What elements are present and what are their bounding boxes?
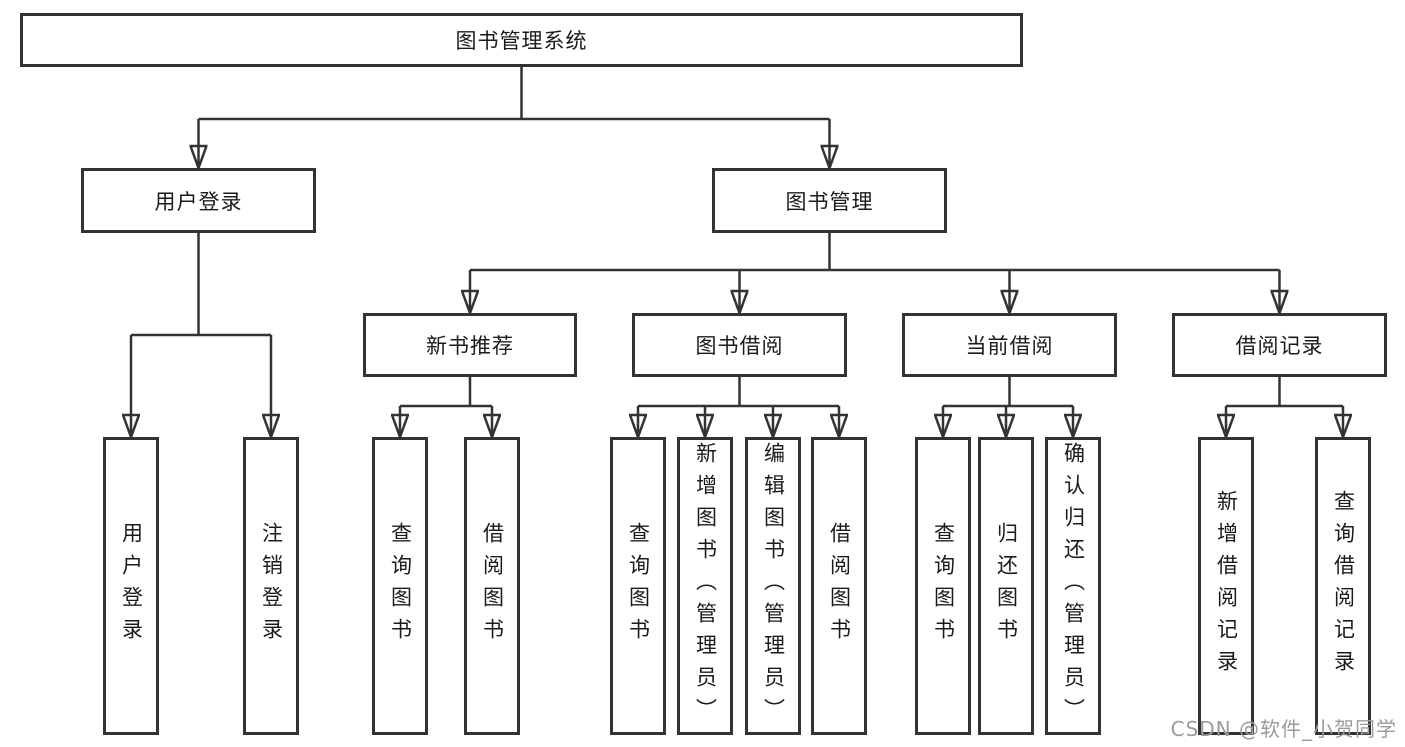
node-label: 图书借阅: [695, 334, 784, 358]
connector-book-management-children: [470, 233, 1280, 313]
node-label: 查询图书: [388, 522, 413, 650]
node-borrow-records: 借阅记录: [1172, 313, 1387, 377]
node-label: 借阅图书: [827, 522, 852, 650]
node-label: 查询图书: [931, 522, 956, 650]
node-label: 借阅图书: [480, 522, 505, 650]
node-label: 查询图书: [626, 522, 651, 650]
leaf-borrow-books-recommend: 借阅图书: [464, 437, 520, 735]
leaf-query-borrow-record: 查询借阅记录: [1315, 437, 1371, 735]
node-label: 图书管理系统: [455, 29, 588, 53]
leaf-edit-books-admin: 编辑图书（管理员）: [745, 437, 801, 735]
node-label: 用户登录: [154, 189, 243, 214]
node-label: 新书推荐: [426, 334, 514, 358]
leaf-borrow-books: 借阅图书: [811, 437, 867, 735]
node-book-management: 图书管理: [712, 168, 947, 233]
node-book-borrow: 图书借阅: [632, 313, 847, 377]
leaf-query-books-borrow: 查询图书: [610, 437, 666, 735]
node-new-book-recommend: 新书推荐: [363, 313, 577, 377]
csdn-watermark: CSDN @软件_小贺同学: [1170, 717, 1397, 741]
leaf-return-books: 归还图书: [978, 437, 1034, 735]
connector-user-login-children: [131, 233, 271, 437]
connector-borrow-records-children: [1226, 377, 1343, 437]
node-label: 注销登录: [259, 522, 284, 650]
node-label: 查询借阅记录: [1331, 490, 1356, 682]
leaf-user-login: 用户登录: [103, 437, 159, 735]
connector-book-borrow-children: [638, 377, 839, 437]
leaf-confirm-return-admin: 确认归还（管理员）: [1045, 437, 1101, 735]
leaf-query-books-recommend: 查询图书: [372, 437, 428, 735]
connector-current-borrow-children: [943, 377, 1073, 437]
node-label: 确认归还（管理员）: [1061, 442, 1086, 730]
node-library-management-system: 图书管理系统: [20, 13, 1023, 67]
node-label: 新增借阅记录: [1214, 490, 1239, 682]
node-current-borrow: 当前借阅: [902, 313, 1117, 377]
connector-root-to-level2: [199, 67, 830, 168]
node-label: 图书管理: [785, 189, 874, 214]
node-user-login: 用户登录: [81, 168, 316, 233]
leaf-query-books-current: 查询图书: [915, 437, 971, 735]
node-label: 借阅记录: [1235, 334, 1324, 358]
leaf-add-books-admin: 新增图书（管理员）: [677, 437, 733, 735]
leaf-add-borrow-record: 新增借阅记录: [1198, 437, 1254, 735]
connector-new-book-recommend-children: [400, 377, 492, 437]
node-label: 用户登录: [119, 522, 144, 650]
node-label: 新增图书（管理员）: [693, 442, 718, 730]
node-label: 当前借阅: [965, 334, 1054, 358]
node-label: 归还图书: [994, 522, 1019, 650]
node-label: 编辑图书（管理员）: [761, 442, 786, 730]
leaf-logout: 注销登录: [243, 437, 299, 735]
